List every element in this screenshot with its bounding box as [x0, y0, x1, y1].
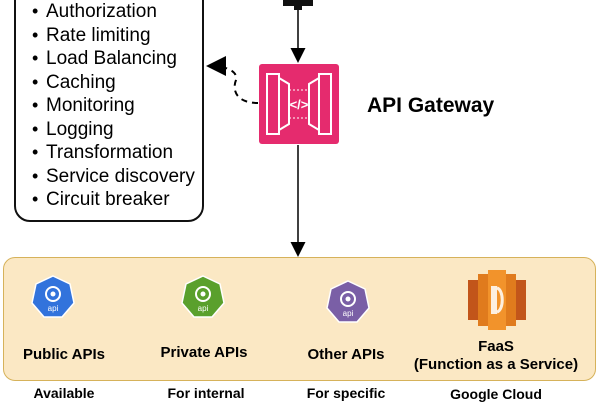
api-gateway-label: API Gateway [367, 94, 495, 117]
other-apis-title: Other APIs [307, 346, 385, 363]
other-apis-subtitle: For specific [306, 385, 386, 401]
feature-item: Rate limiting [32, 24, 195, 48]
feature-item: Load Balancing [32, 47, 195, 71]
public-apis-subtitle: Available [33, 385, 95, 401]
api-icon-text: api [48, 304, 59, 313]
public-apis-title: Public APIs [23, 346, 105, 363]
gateway-features-box: Authorization Rate limiting Load Balanci… [14, 0, 204, 222]
feature-item: Authorization [32, 0, 195, 24]
gateway-to-features-dashed-arrow [206, 56, 259, 104]
api-icon-text: api [343, 309, 354, 318]
features-list: Authorization Rate limiting Load Balanci… [32, 0, 195, 212]
private-apis-subtitle: For internal [167, 385, 245, 401]
api-icon-text: api [198, 304, 209, 313]
other-apis-icon: api [326, 280, 370, 324]
feature-item: Circuit breaker [32, 188, 195, 212]
api-gateway-icon: </> [259, 64, 339, 144]
feature-item: Caching [32, 71, 195, 95]
faas-lambda-icon [466, 270, 528, 332]
feature-item: Logging [32, 118, 195, 142]
faas-title-line2: (Function as a Service) [413, 356, 579, 373]
gateway-icon-code-text: </> [290, 97, 309, 112]
private-apis-title: Private APIs [160, 344, 248, 361]
public-apis-icon: api [31, 275, 75, 319]
faas-title: FaaS [478, 338, 514, 355]
feature-item: Service discovery [32, 165, 195, 189]
client-icon [283, 0, 313, 10]
feature-item: Monitoring [32, 94, 195, 118]
faas-subtitle: Google Cloud [450, 386, 542, 402]
feature-item: Transformation [32, 141, 195, 165]
private-apis-icon: api [181, 275, 225, 319]
